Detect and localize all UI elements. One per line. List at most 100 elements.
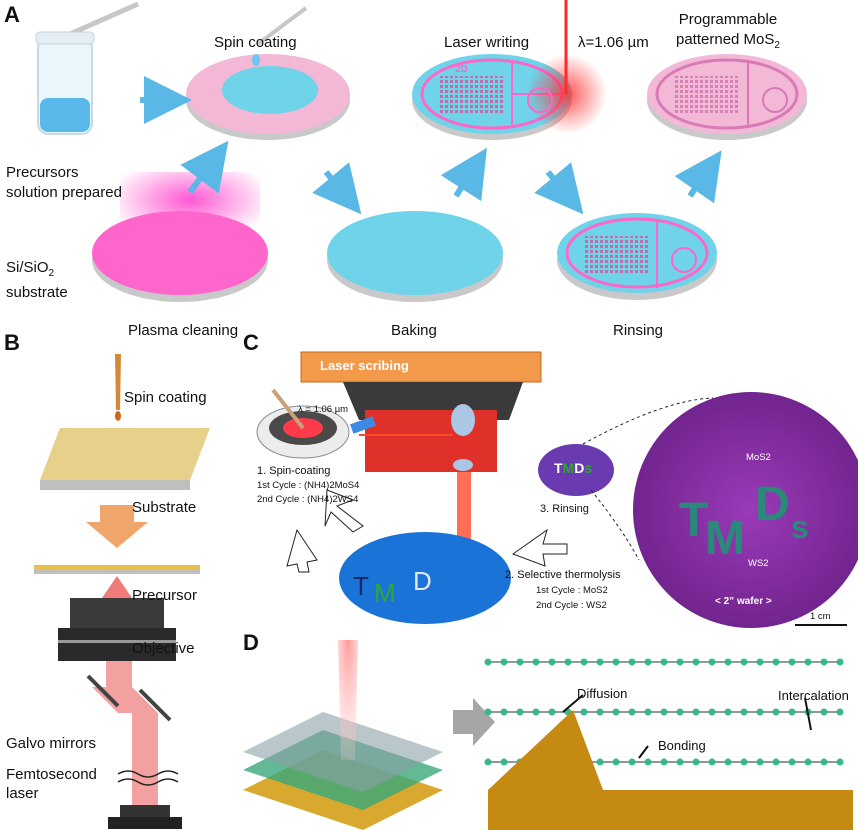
panel-label-d: D bbox=[243, 630, 259, 655]
rinsing-label: Rinsing bbox=[613, 322, 664, 339]
precursor-bottle bbox=[35, 1, 140, 135]
chalcogen-atom bbox=[724, 658, 732, 666]
small-ellipse-letters: TMDs bbox=[554, 460, 592, 476]
b-substrate-label: Substrate bbox=[132, 499, 197, 516]
chalcogen-atom bbox=[644, 758, 652, 766]
chalcogen-atom bbox=[596, 708, 604, 716]
d-diffusion-label: Diffusion bbox=[577, 686, 628, 701]
c-arrow-1 bbox=[324, 489, 364, 533]
chalcogen-atom bbox=[756, 708, 764, 716]
chalcogen-atom bbox=[660, 708, 668, 716]
small-letter-d: D bbox=[574, 460, 585, 476]
chalcogen-atom bbox=[788, 708, 796, 716]
wafer-letter-d: D bbox=[755, 478, 790, 531]
chalcogen-atom bbox=[756, 658, 764, 666]
blue-letter-d: D bbox=[413, 566, 432, 596]
chalcogen-atom bbox=[500, 708, 508, 716]
gold-mound bbox=[488, 710, 603, 790]
chalcogen-atom bbox=[532, 658, 540, 666]
chalcogen-atom bbox=[516, 658, 524, 666]
c-therm2-label: 2nd Cycle : WS2 bbox=[536, 600, 607, 611]
gold-base bbox=[488, 790, 853, 830]
chalcogen-atom bbox=[484, 658, 492, 666]
wafer-2d-text: 2D bbox=[455, 64, 468, 75]
panel-b-graphic bbox=[34, 354, 210, 829]
chalcogen-atom bbox=[580, 658, 588, 666]
femto-line2: laser bbox=[6, 785, 39, 802]
chalcogen-atom bbox=[596, 658, 604, 666]
chalcogen-atom bbox=[644, 708, 652, 716]
chalcogen-atom bbox=[724, 708, 732, 716]
spin-coating-label: Spin coating bbox=[214, 34, 297, 51]
panel-label-b: B bbox=[4, 330, 20, 355]
chalcogen-atom bbox=[692, 758, 700, 766]
purple-wafer bbox=[633, 392, 858, 628]
chalcogen-atom bbox=[532, 708, 540, 716]
precursor-layer bbox=[34, 565, 200, 569]
panel-d-graphic bbox=[243, 640, 853, 830]
panel-c-graphic: T M D T M D s bbox=[256, 351, 858, 628]
chalcogen-atom bbox=[756, 758, 764, 766]
chalcogen-atom bbox=[708, 758, 716, 766]
substrate-line2: substrate bbox=[6, 284, 68, 301]
chalcogen-atom bbox=[548, 708, 556, 716]
patterned-wafer bbox=[647, 54, 807, 140]
pipette-icon bbox=[115, 354, 121, 410]
chalcogen-atom bbox=[788, 758, 796, 766]
laser-writing-wafer: 2D bbox=[412, 0, 607, 140]
chalcogen-atom bbox=[612, 758, 620, 766]
small-letter-m: M bbox=[562, 460, 575, 476]
chalcogen-atom bbox=[836, 658, 844, 666]
wafer-letter-s: s bbox=[791, 509, 809, 545]
plasma-wafer bbox=[92, 172, 268, 302]
arrow-laser-to-rinse bbox=[534, 162, 584, 215]
chalcogen-atom bbox=[676, 708, 684, 716]
galvo-mirror-2 bbox=[138, 688, 172, 722]
chalcogen-atom bbox=[660, 758, 668, 766]
chalcogen-atom bbox=[820, 708, 828, 716]
c-mos2-label: MoS2 bbox=[746, 452, 771, 463]
chalcogen-atom bbox=[692, 708, 700, 716]
laser-cone bbox=[338, 640, 358, 760]
c-therm1-label: 1st Cycle : MoS2 bbox=[536, 585, 608, 596]
chalcogen-atom bbox=[836, 758, 844, 766]
chalcogen-atom bbox=[820, 758, 828, 766]
chalcogen-atom bbox=[804, 758, 812, 766]
laser-scribing-label: Laser scribing bbox=[320, 358, 409, 373]
chalcogen-atom bbox=[628, 658, 636, 666]
chalcogen-atom bbox=[564, 658, 572, 666]
chalcogen-atom bbox=[612, 658, 620, 666]
small-letter-t: T bbox=[554, 460, 563, 476]
precursors-line2: solution prepared bbox=[6, 184, 122, 201]
c-step3-label: 3. Rinsing bbox=[540, 503, 589, 515]
blue-letter-t: T bbox=[353, 571, 369, 601]
chalcogen-atom bbox=[580, 708, 588, 716]
chalcogen-atom bbox=[788, 658, 796, 666]
panel-label-c: C bbox=[243, 330, 259, 355]
small-letter-s: s bbox=[584, 460, 593, 476]
blue-wafer bbox=[339, 532, 511, 624]
chalcogen-atom bbox=[708, 708, 716, 716]
chalcogen-atom bbox=[740, 708, 748, 716]
laser-source bbox=[120, 805, 170, 817]
galvo-mirror-1 bbox=[86, 674, 120, 708]
chalcogen-atom bbox=[628, 758, 636, 766]
femto-line1: Femtosecond bbox=[6, 766, 97, 783]
d-bonding-label: Bonding bbox=[658, 738, 706, 753]
process-arrows bbox=[140, 76, 722, 215]
c-cycle2-label: 2nd Cycle : (NH4)2WS4 bbox=[257, 494, 359, 505]
chalcogen-atom bbox=[692, 658, 700, 666]
chalcogen-atom bbox=[820, 658, 828, 666]
b-objective-label: Objective bbox=[132, 640, 195, 657]
baking-wafer bbox=[327, 211, 503, 302]
programmable-line1: Programmable bbox=[678, 11, 778, 28]
chalcogen-atom bbox=[708, 658, 716, 666]
chalcogen-atom bbox=[836, 708, 844, 716]
substrate-label: Si/SiO2 substrate bbox=[6, 258, 68, 302]
arrow-spin-to-bake bbox=[312, 162, 362, 215]
c-arrow-3 bbox=[286, 528, 318, 573]
chalcogen-atom bbox=[772, 708, 780, 716]
small-tmds-ellipse bbox=[538, 444, 614, 496]
precursors-line1: Precursors bbox=[6, 164, 79, 181]
chalcogen-atom bbox=[740, 758, 748, 766]
